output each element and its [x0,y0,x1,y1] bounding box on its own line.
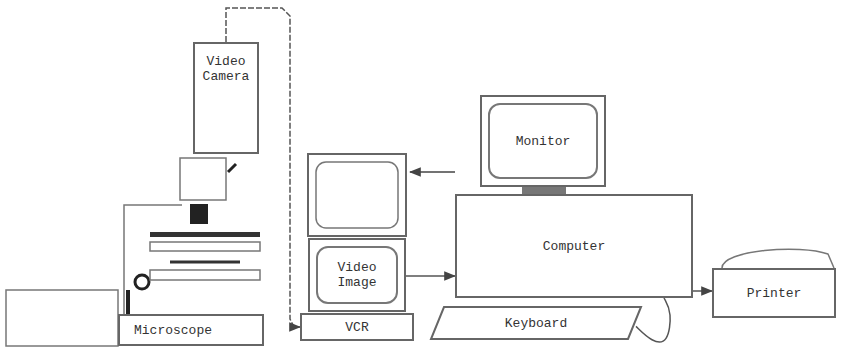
focus-knob [135,275,149,289]
video-monitor: Video Image [308,238,406,312]
stage-slide [150,232,260,237]
objective-lens [190,204,208,224]
light-source [6,290,118,346]
camera-box: Video Camera [193,42,259,154]
connector [636,298,670,342]
vcr-box: VCR [300,313,414,341]
tube-knob [228,164,236,172]
keyboard: Keyboard [430,306,642,340]
monitor-stand [522,187,566,194]
node-label: Monitor [516,134,571,149]
computer-box: Computer [455,194,693,298]
output-arrow [410,171,455,173]
connector [693,290,712,292]
node-label: Printer [747,286,802,301]
microscope-arm [124,205,182,314]
node-label: Computer [543,239,605,254]
monitor-screen [316,162,398,228]
video-monitor [308,154,406,236]
node-label: Video Image [327,260,387,290]
node-label: Microscope [134,323,212,338]
computer-monitor: Monitor [480,95,606,187]
printer-box: Printer [712,268,836,318]
microscope-stage [150,242,260,251]
stage-base [150,270,260,280]
node-label: Video Camera [200,54,252,84]
node-label: Keyboard [505,316,567,331]
microscope-base: Microscope [118,314,264,346]
connector [406,275,455,277]
eyepiece-tube [180,158,226,200]
condenser [170,261,240,264]
node-label: VCR [345,320,368,335]
printer-paper [722,249,834,268]
